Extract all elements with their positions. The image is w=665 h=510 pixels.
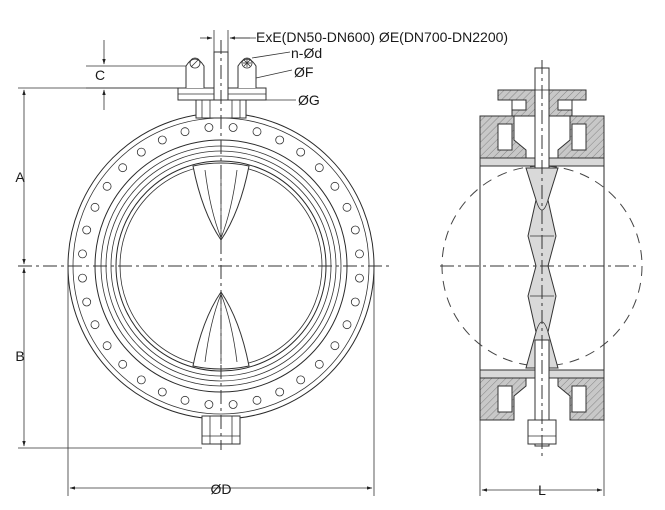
bolt-hole — [90, 320, 100, 330]
bolt-hole — [314, 359, 324, 369]
bolt-hole — [296, 375, 306, 385]
bolt-hole — [275, 135, 285, 145]
bolt-hole — [102, 341, 112, 351]
bolt-hole — [102, 181, 112, 191]
bolt-hole — [204, 400, 214, 409]
bolt-hole — [180, 395, 190, 405]
bolt-hole — [180, 127, 190, 137]
dim-g-label: ØG — [298, 92, 320, 108]
dim-exe-label: ExE(DN50-DN600) ØE(DN700-DN2200) — [256, 29, 508, 45]
bolt-hole — [157, 387, 167, 397]
dim-f-label: ØF — [294, 64, 313, 80]
bolt-hole — [355, 249, 364, 259]
bolt-hole — [350, 225, 360, 235]
bolt-hole — [82, 225, 92, 235]
bolt-hole — [78, 249, 87, 259]
front-view — [18, 40, 390, 450]
mount-hole-left-icon — [189, 57, 201, 69]
bolt-hole — [82, 297, 92, 307]
bolt-holes — [78, 123, 364, 409]
bolt-hole — [228, 123, 238, 132]
dim-b-label: B — [15, 348, 24, 364]
left-mounting-ear — [185, 58, 205, 88]
mount-hole-right-icon — [241, 57, 253, 69]
bolt-hole — [136, 147, 146, 157]
bolt-hole — [330, 341, 340, 351]
bolt-hole — [314, 163, 324, 173]
bolt-hole — [252, 395, 262, 405]
bolt-hole — [342, 320, 352, 330]
dim-nd-label: n-Ød — [291, 45, 322, 61]
bolt-hole — [342, 202, 352, 212]
bolt-hole — [228, 400, 238, 409]
bolt-hole — [157, 135, 167, 145]
bolt-hole — [355, 273, 364, 283]
bolt-hole — [252, 127, 262, 137]
bolt-hole — [350, 297, 360, 307]
bolt-hole — [296, 147, 306, 157]
bolt-hole — [330, 181, 340, 191]
bolt-hole — [136, 375, 146, 385]
bolt-hole — [118, 163, 128, 173]
side-view — [440, 60, 643, 456]
dim-c-label: C — [95, 67, 105, 83]
side-dimensions: L — [479, 420, 605, 498]
bolt-hole — [90, 202, 100, 212]
bolt-hole — [78, 273, 87, 283]
bolt-hole — [204, 123, 214, 132]
dim-a-label: A — [15, 169, 25, 185]
dim-d-label: ØD — [211, 481, 232, 497]
dim-l-label: L — [538, 482, 546, 498]
bolt-hole — [118, 359, 128, 369]
bolt-hole — [275, 387, 285, 397]
front-dimensions: A B C ExE(DN50-DN600) ØE(DN700-DN2200) n… — [15, 29, 508, 497]
